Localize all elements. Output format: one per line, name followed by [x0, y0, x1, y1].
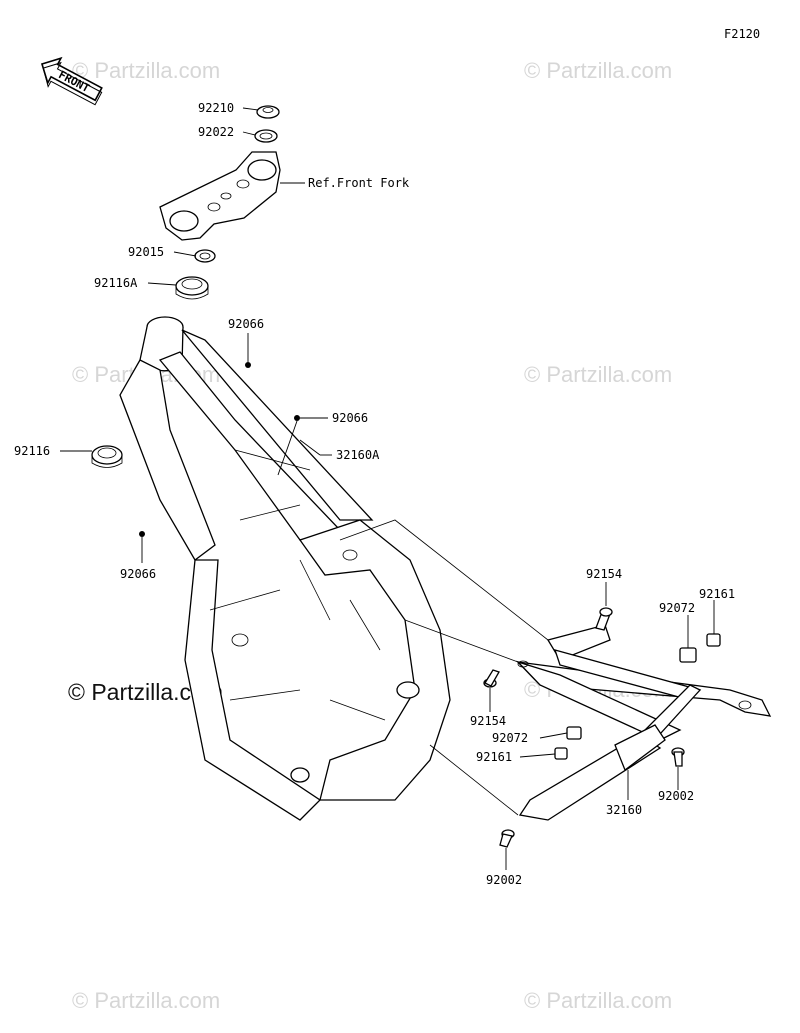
callout-92161-right: 92161: [699, 587, 735, 601]
bolt-92002-bottom: [499, 829, 515, 848]
damper-92161-left: [554, 747, 568, 760]
bolt-92154-left: [483, 669, 500, 688]
nut-92015: [194, 249, 216, 263]
plug-92066-left: [139, 531, 145, 537]
washer-92022: [254, 129, 278, 143]
watermark: © Partzilla.com: [524, 58, 672, 83]
bolt-92002-right: [671, 747, 685, 767]
callout-92072-right: 92072: [659, 601, 695, 615]
callout-92022: 92022: [198, 125, 234, 139]
callout-92072-left: 92072: [492, 731, 528, 745]
bearing-92116: [91, 445, 123, 468]
callout-92002-right: 92002: [658, 789, 694, 803]
watermark: © Partzilla.com: [524, 362, 672, 387]
callout-92002-bottom: 92002: [486, 873, 522, 887]
callout-92066-mid: 92066: [332, 411, 368, 425]
damper-92161-right: [706, 633, 721, 647]
callout-32160A: 32160A: [336, 448, 380, 462]
callout-92116: 92116: [14, 444, 50, 458]
callout-92066-top: 92066: [228, 317, 264, 331]
plug-92066-mid: [294, 415, 300, 421]
bearing-92116A: [175, 276, 209, 300]
watermark: © Partzilla.com: [72, 58, 220, 83]
main-frame-32160A: [119, 316, 451, 821]
callout-ref-front-fork: Ref.Front Fork: [308, 176, 410, 190]
callout-92210: 92210: [198, 101, 234, 115]
diagram-code: F2120: [724, 27, 760, 41]
callout-92154-left: 92154: [470, 714, 506, 728]
plug-92066-top: [245, 362, 251, 368]
callout-92015: 92015: [128, 245, 164, 259]
watermark: © Partzilla.com: [72, 988, 220, 1013]
collar-92072-left: [566, 726, 582, 740]
subframe-32160: [515, 624, 772, 821]
bolt-92154-top: [595, 607, 613, 631]
callout-92066-left: 92066: [120, 567, 156, 581]
nut-92210: [256, 105, 280, 119]
leader-lines: [60, 107, 715, 870]
callout-92161-left: 92161: [476, 750, 512, 764]
steering-stem-clamp: [159, 151, 281, 241]
callout-92116A: 92116A: [94, 276, 138, 290]
callout-92154-top: 92154: [586, 567, 622, 581]
callout-32160: 32160: [606, 803, 642, 817]
watermark: © Partzilla.com: [524, 988, 672, 1013]
collar-92072-right: [679, 647, 697, 663]
